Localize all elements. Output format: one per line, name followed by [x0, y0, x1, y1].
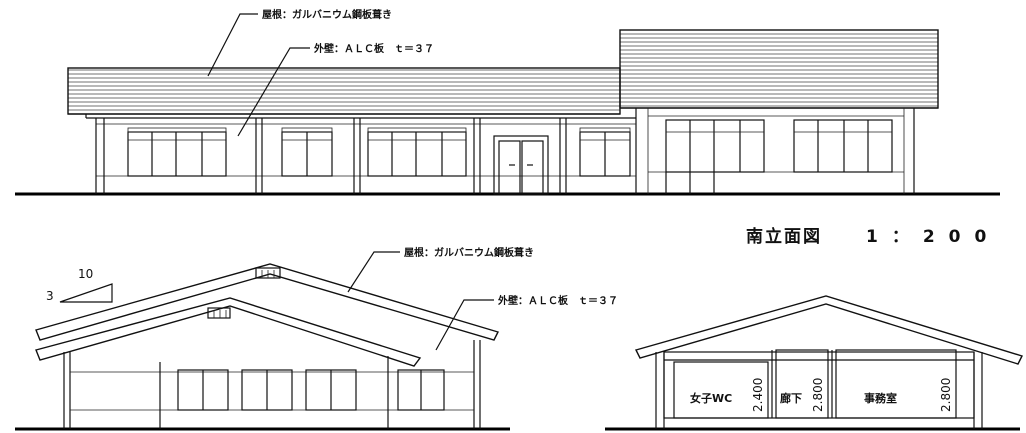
window-group-1	[127, 127, 227, 177]
height-office: 2.800	[939, 378, 953, 412]
room-label-corridor: 廊下	[780, 391, 802, 405]
room-corridor	[775, 349, 829, 419]
pitch-run: 10	[78, 267, 93, 281]
pitch-rise: 3	[46, 289, 54, 303]
title-name: 南立面図	[746, 226, 822, 247]
side-wall-label: 外壁：ＡＬＣ板 ｔ＝３７	[497, 294, 618, 307]
room-office	[835, 349, 957, 419]
side-elevation: 3 10 屋根：ガルバニウム鋼板葺き 外壁：ＡＬＣ板 ｔ＝３７	[15, 246, 618, 431]
window-group-5	[665, 119, 765, 194]
height-wc: 2.400	[751, 378, 765, 412]
main-roof	[67, 67, 621, 115]
drawing-title: 南立面図 1：200	[746, 226, 1000, 247]
room-label-wc: 女子WC	[690, 391, 732, 405]
entrance-door	[493, 135, 549, 195]
window-group-6	[793, 119, 893, 173]
wall-material-label: 外壁：ＡＬＣ板 ｔ＝３７	[313, 42, 434, 55]
side-wall-leader	[435, 299, 494, 351]
window-group-3	[367, 127, 467, 177]
room-label-office: 事務室	[864, 391, 897, 405]
room-wc	[673, 361, 769, 419]
window-group-2	[281, 127, 333, 177]
roof-pitch-symbol: 3 10	[46, 267, 113, 303]
height-corridor: 2.800	[811, 378, 825, 412]
window-group-4	[579, 127, 631, 177]
side-roof-leader	[347, 251, 400, 293]
section-drawing: 女子WC 廊下 事務室 2.400 2.800 2.800	[605, 295, 1023, 431]
wall-leader	[237, 47, 310, 137]
high-roof	[619, 29, 939, 109]
roof-leader	[207, 13, 258, 77]
roof-material-label: 屋根：ガルバニウム鋼板葺き	[262, 8, 392, 21]
title-scale: 1：200	[866, 227, 1000, 247]
ridge-vent-front	[207, 307, 231, 319]
side-roof-label: 屋根：ガルバニウム鋼板葺き	[404, 246, 534, 259]
south-elevation: 屋根：ガルバニウム鋼板葺き 外壁：ＡＬＣ板 ｔ＝３７	[15, 8, 1000, 196]
